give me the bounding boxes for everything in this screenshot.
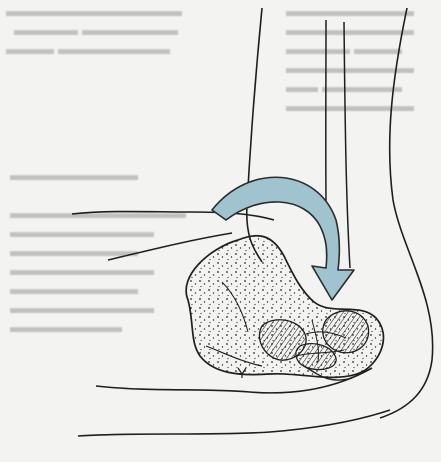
limb-outline-right — [380, 8, 433, 418]
limb-outline-left — [247, 8, 262, 262]
hatched-structure-right — [323, 311, 369, 353]
contour-upper — [72, 212, 274, 221]
tendon-line-inner — [344, 22, 350, 268]
contour-bottom — [78, 410, 390, 436]
